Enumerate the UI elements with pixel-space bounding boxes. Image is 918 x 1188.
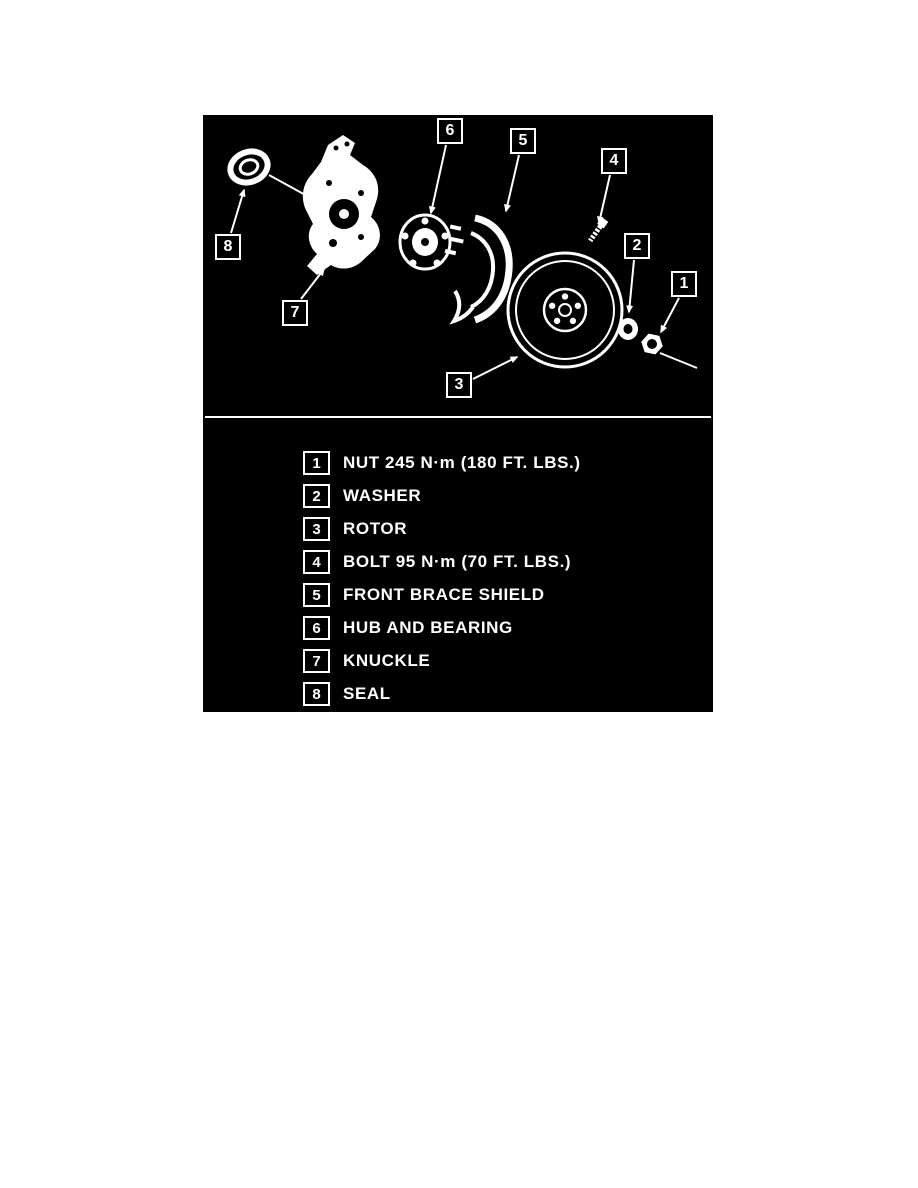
legend-row: 5 FRONT BRACE SHIELD [303, 583, 581, 607]
leader-line-1 [660, 297, 680, 334]
hub-bearing-drawing [398, 213, 464, 271]
legend-label: SEAL [343, 684, 391, 703]
legend-number-box: 1 [303, 451, 330, 475]
legend-row: 8 SEAL [303, 682, 581, 706]
bolt-drawing [588, 217, 609, 243]
seal-drawing [227, 148, 271, 186]
callout-box-7: 7 [282, 300, 308, 326]
legend-label: KNUCKLE [343, 651, 431, 670]
callout-number: 2 [632, 237, 642, 254]
legend-number-box: 2 [303, 484, 330, 508]
legend-row: 2 WASHER [303, 484, 581, 508]
nut-drawing [641, 333, 663, 355]
leader-line-6 [428, 144, 447, 215]
callout-box-5: 5 [510, 128, 536, 154]
legend-number: 2 [312, 487, 321, 505]
callout-box-3: 3 [446, 372, 472, 398]
washer-drawing [618, 318, 638, 340]
leader-line-5 [504, 154, 520, 213]
seal-link-line [268, 174, 310, 198]
callout-number: 3 [454, 376, 464, 393]
callout-box-6: 6 [437, 118, 463, 144]
callout-number: 6 [445, 122, 455, 139]
legend-row: 1 NUT 245 N·m (180 FT. LBS.) [303, 451, 581, 475]
leader-line-4 [597, 174, 611, 225]
callout-box-1: 1 [671, 271, 697, 297]
leader-line-8 [230, 188, 246, 234]
legend-label: NUT 245 N·m (180 FT. LBS.) [343, 453, 581, 472]
legend-row: 4 BOLT 95 N·m (70 FT. LBS.) [303, 550, 581, 574]
legend-number-box: 5 [303, 583, 330, 607]
legend-number: 5 [312, 586, 321, 604]
legend-number: 8 [312, 685, 321, 703]
legend-label: WASHER [343, 486, 422, 505]
legend-number: 1 [312, 454, 321, 472]
legend-number: 4 [312, 553, 321, 571]
legend-number: 7 [312, 652, 321, 670]
callout-number: 7 [290, 304, 300, 321]
legend-label: BOLT 95 N·m (70 FT. LBS.) [343, 552, 572, 571]
legend-row: 3 ROTOR [303, 517, 581, 541]
legend-number-box: 8 [303, 682, 330, 706]
leader-line-7 [300, 267, 325, 300]
knuckle-drawing [302, 135, 380, 275]
brace-shield-drawing [449, 214, 513, 325]
legend-number-box: 7 [303, 649, 330, 673]
leader-line-2 [626, 259, 635, 314]
diagram-panel: 1 2 3 4 5 6 7 8 1 NUT 245 N·m (180 FT. L… [203, 115, 713, 712]
exploded-diagram [227, 135, 698, 380]
legend-number: 6 [312, 619, 321, 637]
callout-number: 1 [679, 275, 689, 292]
legend-number-box: 4 [303, 550, 330, 574]
legend-label: HUB AND BEARING [343, 618, 513, 637]
legend-row: 6 HUB AND BEARING [303, 616, 581, 640]
legend-row: 7 KNUCKLE [303, 649, 581, 673]
legend-number-box: 6 [303, 616, 330, 640]
axle-stub-line [659, 352, 698, 369]
callout-box-8: 8 [215, 234, 241, 260]
leader-lines [230, 144, 698, 380]
callout-number: 5 [518, 132, 528, 149]
callout-box-2: 2 [624, 233, 650, 259]
leader-line-3 [472, 356, 519, 380]
rotor-drawing [506, 251, 624, 369]
separator-line [205, 416, 711, 418]
legend-label: ROTOR [343, 519, 408, 538]
legend: 1 NUT 245 N·m (180 FT. LBS.) 2 WASHER 3 … [303, 451, 581, 715]
legend-number: 3 [312, 520, 321, 538]
callout-number: 4 [609, 152, 619, 169]
legend-label: FRONT BRACE SHIELD [343, 585, 545, 604]
callout-box-4: 4 [601, 148, 627, 174]
callout-number: 8 [223, 238, 233, 255]
legend-number-box: 3 [303, 517, 330, 541]
